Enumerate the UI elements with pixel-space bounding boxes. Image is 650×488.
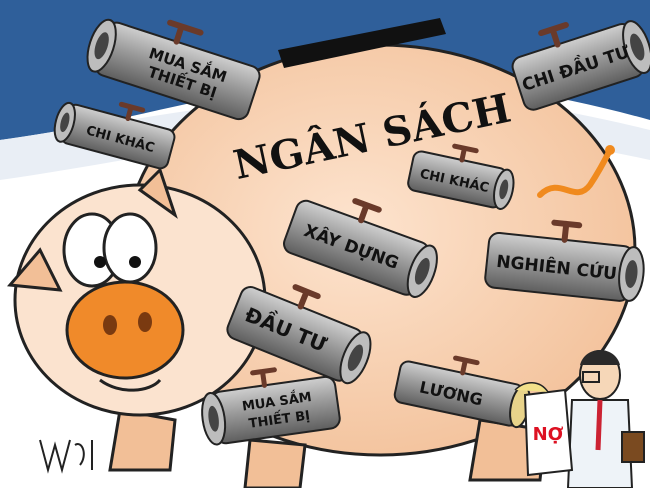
- pig-ear-left: [6, 247, 63, 292]
- pig-pupil-right: [129, 256, 141, 268]
- tap-icon: [292, 284, 321, 310]
- coins-icon: [514, 382, 549, 393]
- pipe-xay-dung: XÂY DỰNG: [283, 198, 438, 298]
- debt-bag: [523, 388, 574, 477]
- tap-icon: [538, 22, 569, 48]
- pig-eye-right: [102, 212, 158, 284]
- man-with-bag: NỢ: [514, 350, 645, 488]
- tap-icon: [118, 101, 146, 122]
- pig-leg-middle: [243, 438, 307, 488]
- tap-icon: [167, 19, 204, 45]
- tap-icon: [452, 143, 479, 163]
- pig-ear-right: [137, 167, 178, 219]
- pipe-mua-sam-bottom: MUA SẮM THIẾT BỊ: [201, 367, 341, 446]
- bag-label: NỢ: [533, 424, 564, 445]
- pig-leg-front: [108, 408, 177, 472]
- briefcase-icon: [621, 431, 645, 463]
- pig-head: [6, 167, 267, 417]
- pig-nostril-right: [138, 312, 152, 332]
- tap-icon: [250, 367, 277, 388]
- pig-mouth: [99, 378, 162, 392]
- pipe-nghien-cuu: NGHIÊN CỨU: [484, 219, 645, 302]
- tap-icon: [352, 198, 382, 224]
- pig-pupil-left: [94, 256, 106, 268]
- pig-snout: [65, 280, 185, 380]
- pipe-chi-khac-mid: CHI KHÁC: [407, 143, 515, 210]
- pipe-chi-khac-left: CHI KHÁC: [53, 101, 176, 170]
- man-tie: [595, 399, 603, 451]
- tap-icon: [453, 355, 480, 376]
- glasses-icon: [582, 371, 600, 383]
- artist-signature: [39, 439, 93, 474]
- man-hair: [580, 350, 620, 365]
- worm-icon: [537, 147, 613, 198]
- pipe-luong: LƯƠNG: [393, 355, 531, 429]
- tap-icon: [551, 219, 583, 243]
- worm-head: [605, 145, 615, 155]
- pig-nostril-left: [103, 315, 117, 335]
- pipe-mua-sam-top: MUA SẮM THIẾT BỊ: [86, 18, 261, 121]
- coin-slot: [278, 18, 446, 68]
